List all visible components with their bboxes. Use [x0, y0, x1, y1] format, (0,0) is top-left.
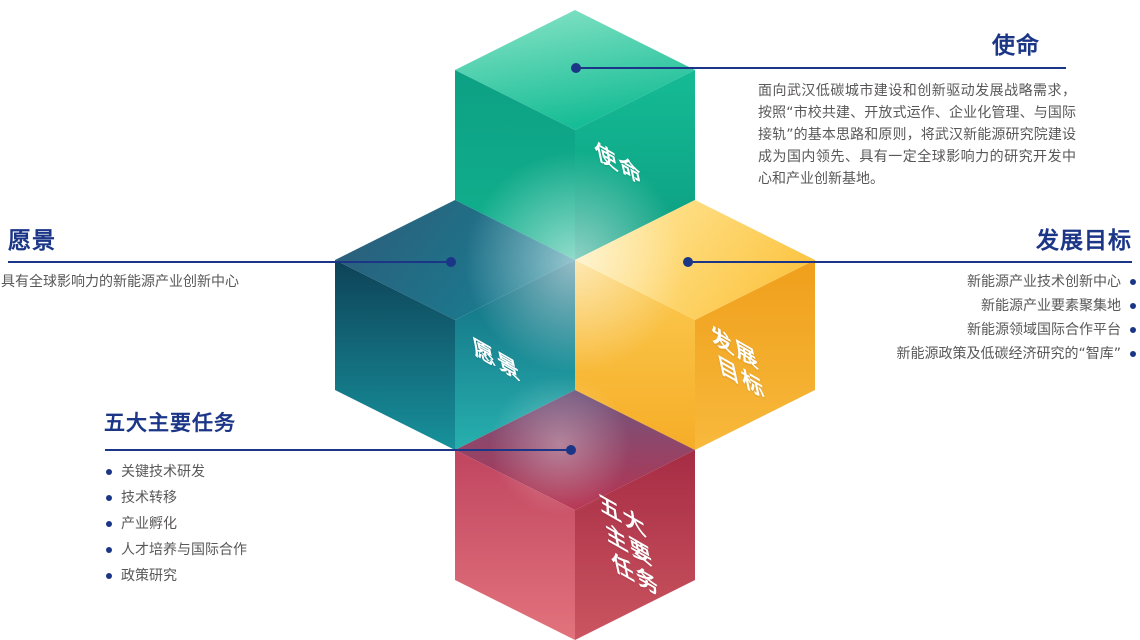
bullet-dot-icon — [106, 521, 112, 527]
tasks-item-text: 技术转移 — [121, 490, 177, 506]
mission-callout-dot — [571, 63, 581, 73]
goals-cube-right-face — [695, 260, 815, 450]
goals-list-item: 新能源产业要素聚集地 — [700, 294, 1136, 318]
goals-list-item: 新能源领域国际合作平台 — [700, 318, 1136, 342]
tasks-item-text: 政策研究 — [121, 568, 177, 584]
bullet-dot-icon — [1130, 351, 1136, 357]
goals-list-item: 新能源产业技术创新中心 — [700, 270, 1136, 294]
lower-glow — [490, 375, 630, 515]
tasks-callout-dot — [566, 445, 576, 455]
bullet-dot-icon — [106, 469, 112, 475]
tasks-title: 五大主要任务 — [104, 411, 236, 435]
tasks-item-text: 人才培养与国际合作 — [121, 542, 247, 558]
goals-title: 发展目标 — [1036, 228, 1132, 254]
vision-callout-dot — [446, 257, 456, 267]
tasks-list-item: 人才培养与国际合作 — [106, 537, 406, 563]
mission-body: 面向武汉低碳城市建设和创新驱动发展战略需求，按照“市校共建、开放式运作、企业化管… — [758, 83, 1076, 187]
tasks-list-item: 关键技术研发 — [106, 459, 406, 485]
vision-title: 愿景 — [8, 228, 56, 254]
center-glow — [465, 152, 685, 372]
tasks-list: 关键技术研发 技术转移 产业孵化 人才培养与国际合作 政策研究 — [106, 459, 406, 589]
vision-body: 具有全球影响力的新能源产业创新中心 — [1, 274, 239, 290]
tasks-item-text: 产业孵化 — [121, 516, 177, 532]
tasks-list-item: 技术转移 — [106, 485, 406, 511]
goals-item-text: 新能源产业技术创新中心 — [967, 274, 1121, 290]
goals-list-item: 新能源政策及低碳经济研究的“智库” — [700, 342, 1136, 366]
callout-lines — [8, 67, 1132, 451]
vision-cube-left-face — [335, 260, 455, 450]
tasks-list-item: 产业孵化 — [106, 511, 406, 537]
bullet-dot-icon — [1130, 303, 1136, 309]
callout-dots — [446, 63, 693, 455]
bullet-dot-icon — [106, 573, 112, 579]
goals-callout-dot — [683, 257, 693, 267]
tasks-item-text: 关键技术研发 — [121, 464, 205, 480]
bullet-dot-icon — [1130, 327, 1136, 333]
goals-list: 新能源产业技术创新中心 新能源产业要素聚集地 新能源领域国际合作平台 新能源政策… — [700, 270, 1136, 366]
bullet-dot-icon — [1130, 279, 1136, 285]
mission-title: 使命 — [992, 33, 1040, 59]
goals-item-text: 新能源产业要素聚集地 — [981, 298, 1121, 314]
bullet-dot-icon — [106, 547, 112, 553]
goals-item-text: 新能源政策及低碳经济研究的“智库” — [896, 346, 1121, 362]
bullet-dot-icon — [106, 495, 112, 501]
goals-item-text: 新能源领域国际合作平台 — [967, 322, 1121, 338]
tasks-list-item: 政策研究 — [106, 563, 406, 589]
